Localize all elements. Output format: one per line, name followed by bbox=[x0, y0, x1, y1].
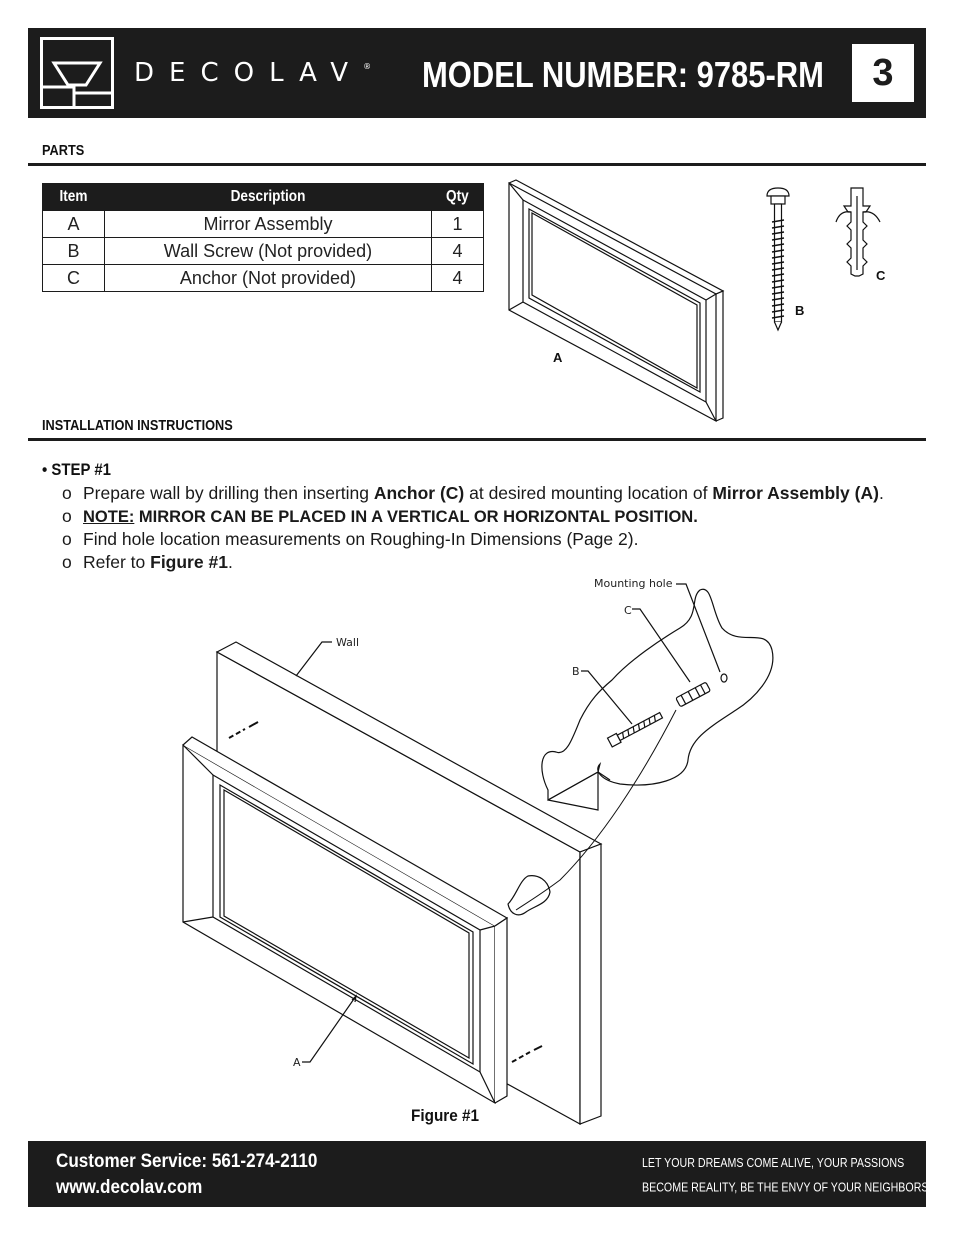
leader-b bbox=[581, 670, 633, 725]
mounting-hole bbox=[720, 673, 728, 683]
figure-caption: Figure #1 bbox=[411, 1106, 480, 1125]
leader-mounting-hole bbox=[676, 583, 721, 673]
cutaway-detail bbox=[541, 588, 774, 802]
decolav-logo-icon bbox=[40, 37, 114, 109]
parts-table: Item Description Qty A Mirror Assembly 1… bbox=[42, 183, 484, 292]
column-header-qty: Qty bbox=[431, 183, 484, 211]
cell-item: C bbox=[42, 264, 105, 292]
guide-line bbox=[515, 709, 677, 911]
wall-top-edge bbox=[215, 641, 603, 853]
leader-wall bbox=[295, 641, 332, 677]
model-number-title: MODEL NUMBER: 9785-RM bbox=[422, 54, 824, 95]
cell-qty: 1 bbox=[431, 210, 484, 238]
step-1-title: • STEP #1 bbox=[42, 460, 111, 479]
illustration-label-a: A bbox=[553, 350, 563, 365]
cell-description: Mirror Assembly bbox=[103, 210, 433, 238]
mirror-front bbox=[182, 743, 496, 1105]
customer-service-phone: Customer Service: 561-274-2110 bbox=[56, 1151, 318, 1172]
label-c: C bbox=[624, 604, 632, 617]
label-mounting-hole: Mounting hole bbox=[594, 577, 673, 590]
anchor-drawing bbox=[835, 187, 881, 277]
table-row: C Anchor (Not provided) 4 bbox=[42, 264, 484, 292]
table-row: A Mirror Assembly 1 bbox=[42, 210, 484, 238]
illustration-label-b: B bbox=[795, 303, 805, 318]
illustration-label-c: C bbox=[876, 268, 886, 283]
column-header-description: Description bbox=[103, 183, 433, 211]
figure-anchor bbox=[675, 682, 711, 707]
tagline-line-2: BECOME REALITY, BE THE ENVY OF YOUR NEIG… bbox=[642, 1179, 934, 1195]
parts-divider bbox=[28, 163, 926, 166]
brand-name: DECOLAV® bbox=[134, 58, 372, 88]
column-header-item: Item bbox=[42, 183, 105, 211]
cell-description: Anchor (Not provided) bbox=[103, 264, 433, 292]
cell-item: B bbox=[42, 237, 105, 265]
tagline-line-1: LET YOUR DREAMS COME ALIVE, YOUR PASSION… bbox=[642, 1155, 905, 1170]
parts-table-header: Item Description Qty bbox=[42, 183, 484, 211]
leader-a bbox=[302, 995, 357, 1063]
cell-qty: 4 bbox=[431, 237, 484, 265]
figure-screw bbox=[606, 711, 664, 748]
mirror-assembly-drawing bbox=[508, 179, 725, 423]
label-a: A bbox=[293, 1056, 301, 1069]
website-link[interactable]: www.decolav.com bbox=[56, 1177, 203, 1198]
wall-side-edge bbox=[579, 843, 602, 1125]
wall-front-face bbox=[216, 650, 581, 1126]
page-footer: Customer Service: 561-274-2110 www.decol… bbox=[28, 1141, 933, 1207]
page-header: DECOLAV® MODEL NUMBER: 9785-RM 3 bbox=[28, 28, 926, 118]
cell-description: Wall Screw (Not provided) bbox=[103, 237, 433, 265]
leader-c bbox=[632, 608, 691, 683]
drill-hole-marks bbox=[228, 728, 246, 739]
wall-screw-drawing bbox=[766, 187, 790, 332]
screw-thread-lines bbox=[771, 219, 785, 319]
cell-qty: 4 bbox=[431, 264, 484, 292]
installation-divider bbox=[28, 438, 926, 441]
page-number-badge: 3 bbox=[852, 44, 914, 102]
label-b: B bbox=[572, 665, 580, 678]
label-wall: Wall bbox=[336, 636, 360, 649]
cell-item: A bbox=[42, 210, 105, 238]
parts-heading: PARTS bbox=[42, 142, 85, 159]
installation-heading: INSTALLATION INSTRUCTIONS bbox=[42, 417, 233, 434]
table-row: B Wall Screw (Not provided) 4 bbox=[42, 237, 484, 265]
